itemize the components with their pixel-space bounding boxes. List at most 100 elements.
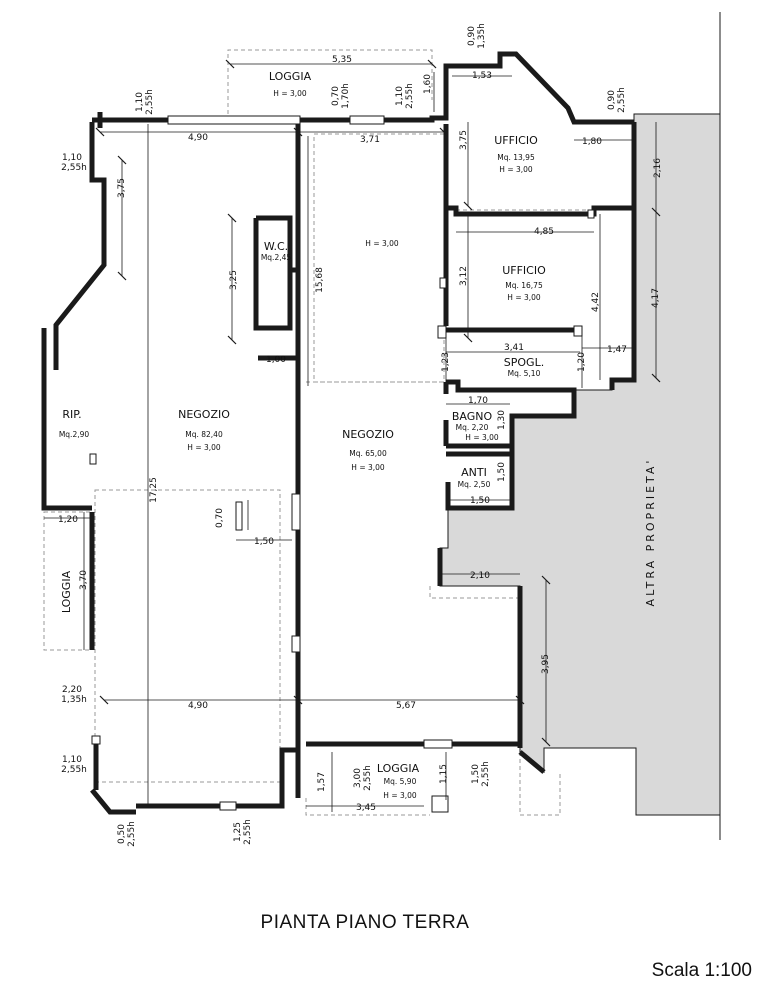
dim-3-25: 3,25: [229, 270, 239, 290]
dim-3-71: 3,71: [360, 135, 380, 145]
open-090-255-right-a: 0,90: [607, 90, 617, 110]
dimension-labels: 5,35 4,90 3,71 1,53 1,80 4,85 1,00 3,41 …: [58, 55, 663, 813]
open-220-135-a: 2,20: [62, 685, 82, 695]
open-070-170-a: 0,70: [331, 86, 341, 106]
dim-4-42: 4,42: [591, 292, 601, 312]
open-110-255-top-a: 1,10: [135, 92, 145, 112]
open-150-255-a: 1,50: [471, 764, 481, 784]
dim-3-41: 3,41: [504, 343, 524, 353]
neighbor-property-area: [439, 113, 721, 816]
open-110-255-left-b: 2,55h: [61, 163, 87, 173]
negozio-right-name: NEGOZIO: [342, 428, 394, 441]
open-110-255-mid-b: 2,55h: [405, 83, 415, 109]
dim-15-68: 15,68: [315, 267, 325, 293]
walls: [41, 51, 637, 815]
dim-2-16: 2,16: [653, 158, 663, 178]
dim-1-57: 1,57: [317, 772, 327, 792]
dimension-lines: [44, 63, 657, 812]
open-090-135-b: 1,35h: [477, 23, 487, 49]
dim-3-45: 3,45: [356, 803, 376, 813]
dimension-ticks: [95, 59, 661, 747]
dim-1-80: 1,80: [582, 137, 602, 147]
dim-1-60: 1,60: [423, 74, 433, 94]
dim-3-75-left: 3,75: [117, 178, 127, 198]
ufficio-2-name: UFFICIO: [502, 264, 546, 277]
open-110-255-top-b: 2,55h: [145, 89, 155, 115]
dim-1-53: 1,53: [472, 71, 492, 81]
ufficio-1-height: H = 3,00: [499, 165, 533, 174]
dashed-outlines: [43, 49, 596, 816]
dim-4-90-top: 4,90: [188, 133, 208, 143]
bagno-area: Mq. 2,20: [456, 423, 489, 432]
dim-0-70: 0,70: [215, 508, 225, 528]
opening-labels: 0,90 1,35h 1,10 2,55h 0,70 1,70h 1,10 2,…: [61, 23, 627, 847]
rip-name: RIP.: [62, 408, 81, 421]
dim-3-95: 3,95: [541, 654, 551, 674]
loggia-bottom-name: LOGGIA: [377, 762, 420, 775]
plan-title: PIANTA PIANO TERRA: [260, 912, 470, 933]
dim-3-75-right: 3,75: [459, 130, 469, 150]
loggia-top-height: H = 3,00: [273, 89, 307, 98]
open-050-255-b: 2,55h: [127, 821, 137, 847]
bagno-name: BAGNO: [452, 410, 493, 423]
bagno-height: H = 3,00: [465, 433, 499, 442]
open-110-255-low-a: 1,10: [62, 755, 82, 765]
anti-name: ANTI: [461, 466, 487, 479]
negozio-right-height: H = 3,00: [351, 463, 385, 472]
central-height: H = 3,00: [365, 239, 399, 248]
dim-17-25: 17,25: [149, 477, 159, 503]
spogl-name: SPOGL.: [504, 356, 544, 369]
dim-1-70: 1,70: [468, 396, 488, 406]
dim-3-70: 3,70: [79, 570, 89, 590]
open-300-255-a: 3,00: [353, 768, 363, 788]
ufficio-2-height: H = 3,00: [507, 293, 541, 302]
dim-1-30: 1,30: [497, 410, 507, 430]
dim-1-00: 1,00: [266, 355, 286, 365]
dim-5-67: 5,67: [396, 701, 416, 711]
negozio-left-height: H = 3,00: [187, 443, 221, 452]
dim-3-12: 3,12: [459, 266, 469, 286]
loggia-bottom-height: H = 3,00: [383, 791, 417, 800]
dim-1-50-anti-h: 1,50: [470, 496, 490, 506]
loggia-left-name: LOGGIA: [60, 570, 73, 613]
window-openings: [89, 115, 595, 813]
open-090-255-right-b: 2,55h: [617, 87, 627, 113]
open-150-255-b: 2,55h: [481, 761, 491, 787]
open-300-255-b: 2,55h: [363, 765, 373, 791]
ufficio-1-name: UFFICIO: [494, 134, 538, 147]
plan-scale: Scala 1:100: [651, 960, 752, 981]
anti-area: Mq. 2,50: [458, 480, 491, 489]
dim-4-90-bottom: 4,90: [188, 701, 208, 711]
dim-1-20-left: 1,20: [58, 515, 78, 525]
loggia-bottom-area: Mq. 5,90: [384, 777, 417, 786]
negozio-left-name: NEGOZIO: [178, 408, 230, 421]
dim-1-15: 1,15: [439, 764, 449, 784]
ufficio-1-area: Mq. 13,95: [497, 153, 535, 162]
dim-2-10: 2,10: [470, 571, 490, 581]
rip-area: Mq.2,90: [59, 430, 90, 439]
negozio-left-area: Mq. 82,40: [185, 430, 223, 439]
wc-name: W.C.: [264, 240, 288, 253]
dim-1-50-anti-v: 1,50: [497, 462, 507, 482]
open-110-255-mid-a: 1,10: [395, 86, 405, 106]
open-125-255-b: 2,55h: [243, 819, 253, 845]
negozio-right-area: Mq. 65,00: [349, 449, 387, 458]
dim-4-17: 4,17: [651, 288, 661, 308]
open-070-170-b: 1,70h: [341, 83, 351, 109]
dim-1-20-spogl: 1,20: [577, 352, 587, 372]
dim-5-35: 5,35: [332, 55, 352, 65]
spogl-area: Mq. 5,10: [508, 369, 541, 378]
open-110-255-left-a: 1,10: [62, 153, 82, 163]
neighbor-label: ALTRA PROPRIETA': [644, 458, 657, 607]
open-090-135-a: 0,90: [467, 26, 477, 46]
open-050-255-a: 0,50: [117, 824, 127, 844]
open-125-255-a: 1,25: [233, 822, 243, 842]
dim-1-23: 1,23: [441, 352, 451, 372]
open-110-255-low-b: 2,55h: [61, 765, 87, 775]
dim-1-50-left: 1,50: [254, 537, 274, 547]
open-220-135-b: 1,35h: [61, 695, 87, 705]
loggia-top-name: LOGGIA: [269, 70, 312, 83]
ufficio-2-area: Mq. 16,75: [505, 281, 543, 290]
dim-4-85: 4,85: [534, 227, 554, 237]
dim-1-47: 1,47: [607, 345, 627, 355]
